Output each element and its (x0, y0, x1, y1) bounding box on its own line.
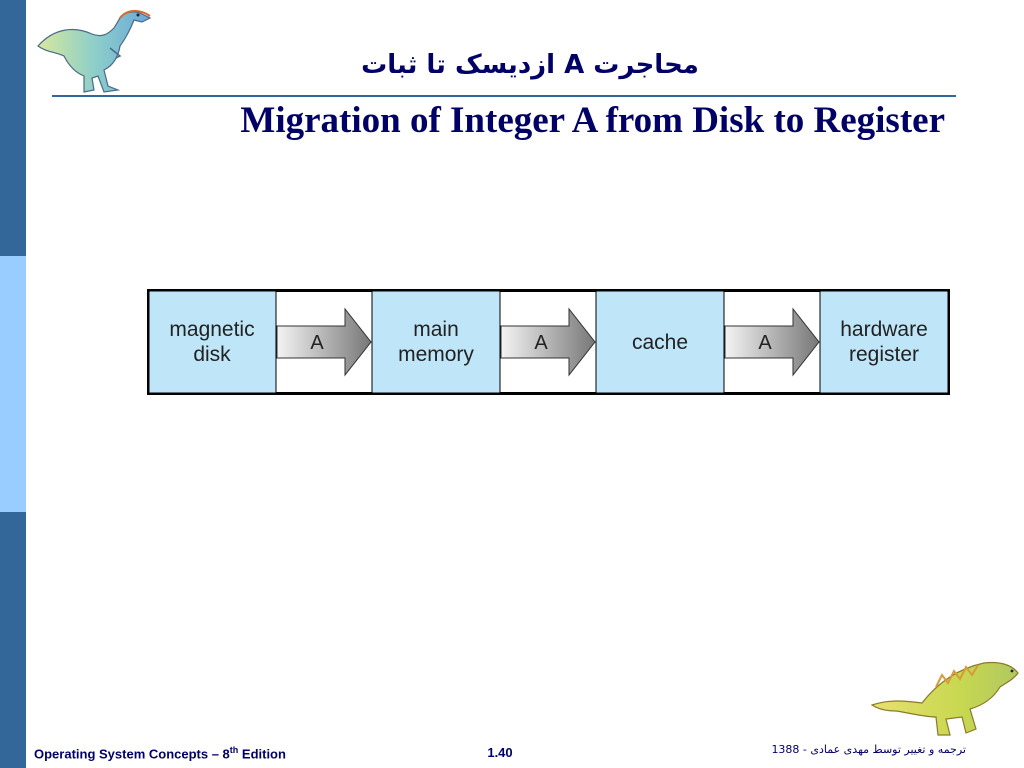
side-accent-top (0, 0, 26, 256)
slide-title-english: Migration of Integer A from Disk to Regi… (240, 100, 945, 141)
arrow-disk-to-memory-shape (276, 307, 372, 377)
box-hardware-register-shape (819, 290, 949, 394)
box-magnetic-disk-shape (148, 290, 277, 394)
box-main-memory-line1: main (413, 318, 459, 341)
arrow-cache-to-register-label: A (758, 332, 772, 354)
box-cache-shape (595, 290, 725, 394)
box-magnetic-disk: magnetic disk (148, 290, 277, 394)
box-hardware-register-line2: register (849, 343, 919, 366)
arrow-disk-to-memory: A (276, 307, 372, 377)
box-main-memory: main memory (371, 290, 501, 394)
footer-page-number: 1.40 (487, 745, 513, 760)
arrow-cache-to-register: A (724, 307, 820, 377)
footer-book-title: Operating System Concepts – 8th Edition (34, 745, 286, 761)
footer-book-superscript: th (229, 745, 239, 755)
arrow-memory-to-cache: A (500, 307, 596, 377)
footer-book-prefix: Operating System Concepts – 8 (34, 746, 230, 762)
footer-translator-credit: ترجمه و تغییر توسط مهدی عمادی - 1388 (771, 743, 966, 756)
box-hardware-register-line1: hardware (840, 318, 928, 341)
arrow-memory-to-cache-shape (500, 307, 596, 377)
box-magnetic-disk-line2: disk (193, 343, 231, 366)
slide-title-persian: محاجرت A ازدیسک تا ثبات (361, 50, 699, 80)
box-hardware-register: hardware register (819, 290, 949, 394)
dinosaur-bottom-icon (870, 661, 1019, 736)
side-accent-middle (0, 256, 26, 512)
box-cache-line1: cache (632, 331, 688, 354)
box-magnetic-disk-line1: magnetic (169, 318, 254, 341)
box-cache: cache (595, 290, 725, 394)
migration-diagram: magnetic disk main memory cache hardware… (147, 289, 950, 395)
footer-book-suffix: Edition (238, 746, 286, 762)
dinosaur-top-icon (37, 10, 152, 93)
box-main-memory-shape (371, 290, 501, 394)
title-divider (52, 95, 956, 97)
side-accent-bottom (0, 512, 26, 768)
arrow-cache-to-register-shape (724, 307, 820, 377)
box-main-memory-line2: memory (398, 343, 474, 366)
arrow-disk-to-memory-label: A (310, 332, 324, 354)
arrow-memory-to-cache-label: A (534, 332, 548, 354)
